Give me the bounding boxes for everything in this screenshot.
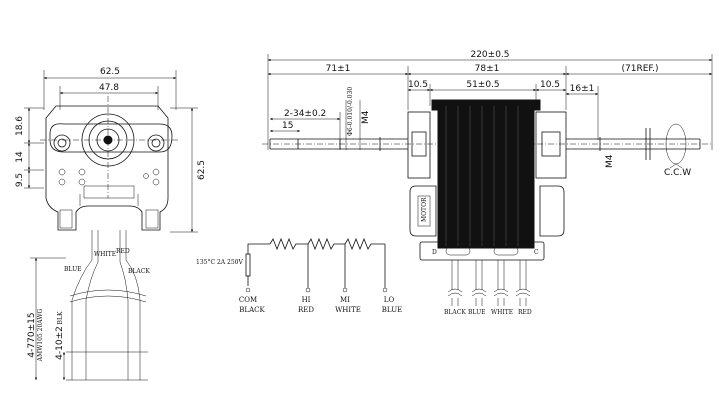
thread-left-label: M4 bbox=[361, 110, 371, 124]
dim-width-overall-label: 62.5 bbox=[100, 67, 120, 77]
fuse-label: 135°C 2A 250V bbox=[196, 259, 243, 266]
lead-strip-label: 4-10±2 bbox=[55, 326, 65, 360]
tap-hi-code: HI bbox=[302, 296, 311, 304]
tap-lo-color: BLUE bbox=[382, 306, 402, 314]
core-length-label: 51±0.5 bbox=[466, 80, 499, 90]
dim-lead-length: 4-770±15 AMW105 20AWG 4-10±2 BLK bbox=[27, 257, 66, 380]
lead-strip-note: BLK bbox=[57, 311, 64, 324]
tap-mi-code: MI bbox=[340, 296, 350, 304]
mounting-arm bbox=[49, 123, 173, 153]
stack-length-label: 78±1 bbox=[475, 64, 500, 74]
dim-height-label: 62.5 bbox=[197, 160, 207, 180]
wiring-schematic: 135°C 2A 250V COM BLACK HI RED MI WHITE … bbox=[196, 237, 402, 314]
lead-wire-bundle: WHITE RED BLUE BLACK bbox=[64, 230, 150, 381]
side-view: 220±0.5 71±1 78±1 (71REF.) 10.5 51±0.5 1… bbox=[262, 50, 713, 316]
dim-top-label: 18.6 bbox=[15, 116, 25, 136]
lead-awg-label: AMW105 20AWG bbox=[37, 308, 44, 362]
side-wire-label-2: BLUE bbox=[468, 309, 486, 316]
label-c: C bbox=[534, 249, 539, 256]
dim-width-overall: 62.5 bbox=[43, 67, 177, 110]
thread-right-label: M4 bbox=[605, 154, 615, 168]
tap-hi-color: RED bbox=[298, 306, 314, 314]
motor-housing: MOTOR D C bbox=[407, 99, 567, 261]
rotation-label: C.C.W bbox=[664, 168, 691, 178]
shaft-dia-label: Φ6-0.010/-0.030 bbox=[347, 87, 354, 136]
side-wire-label-1: BLACK bbox=[444, 309, 466, 316]
shaft-end-label: 15 bbox=[282, 121, 293, 131]
dim-low-label: 9.5 bbox=[15, 173, 25, 187]
side-wire-label-4: RED bbox=[518, 309, 532, 316]
wire-black-label: BLACK bbox=[128, 268, 150, 275]
label-d: D bbox=[432, 249, 437, 256]
tap-com-code: COM bbox=[239, 296, 257, 304]
wire-red-label: RED bbox=[116, 248, 130, 255]
dim-mid-label: 14 bbox=[15, 151, 25, 163]
nameplate-text: MOTOR bbox=[421, 197, 428, 222]
end-view: 62.5 47.8 18.6 14 9.5 62.5 bbox=[15, 67, 207, 381]
wire-blue-label: BLUE bbox=[64, 266, 82, 273]
left-gap-label: 10.5 bbox=[408, 80, 428, 90]
bracket-body bbox=[45, 105, 169, 231]
flat-length-label: 2-34±0.2 bbox=[284, 109, 326, 119]
dim-total: 220±0.5 bbox=[267, 50, 713, 150]
lead-length-label: 4-770±15 bbox=[27, 312, 37, 357]
ref-length-label: (71REF.) bbox=[621, 64, 658, 74]
tap-com-color: BLACK bbox=[239, 306, 265, 314]
lower-holes bbox=[40, 96, 180, 198]
dim-height-overall: 62.5 bbox=[170, 107, 207, 233]
rotation-arrow-icon: C.C.W bbox=[664, 123, 691, 178]
side-wire-label-3: WHITE bbox=[491, 309, 513, 316]
side-wires: BLACK BLUE WHITE RED bbox=[444, 260, 532, 316]
dim-width-inner-label: 47.8 bbox=[99, 83, 119, 93]
dim-third-row: 10.5 51±0.5 10.5 16±1 bbox=[408, 80, 599, 140]
right-thread-label: 16±1 bbox=[570, 84, 595, 94]
left-shaft-label: 71±1 bbox=[326, 64, 351, 74]
tap-mi-color: WHITE bbox=[335, 306, 361, 314]
right-gap-label: 10.5 bbox=[540, 80, 560, 90]
total-length-label: 220±0.5 bbox=[470, 50, 509, 60]
wire-white-label: WHITE bbox=[94, 251, 116, 258]
dim-left-verticals: 18.6 14 9.5 bbox=[15, 107, 44, 189]
dim-second-row: 71±1 78±1 (71REF.) bbox=[268, 64, 712, 110]
winding-texture bbox=[445, 106, 519, 246]
tap-lo-code: LO bbox=[384, 296, 395, 304]
dim-left-shaft-detail: 2-34±0.2 15 Φ6-0.010/-0.030 M4 bbox=[270, 87, 371, 150]
